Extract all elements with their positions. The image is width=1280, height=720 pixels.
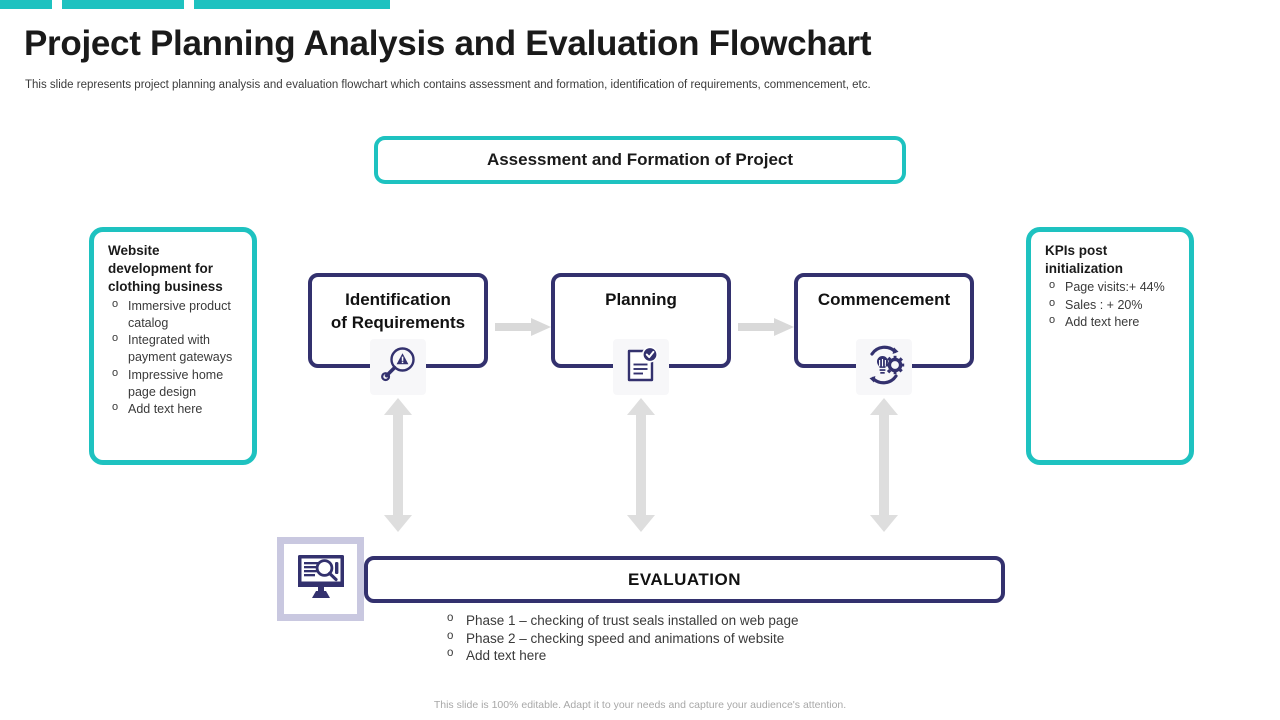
connector-arrow-vertical-3 <box>869 398 899 532</box>
process-step-1-line1: Identification <box>345 290 451 309</box>
process-step-3-icon-tile <box>856 339 912 395</box>
page-subtitle: This slide represents project planning a… <box>25 79 871 91</box>
list-item: Page visits:+ 44% <box>1045 278 1181 296</box>
right-kpi-panel[interactable]: KPIs post initialization Page visits:+ 4… <box>1026 227 1194 465</box>
list-item: Phase 1 – checking of trust seals instal… <box>444 611 798 630</box>
list-item: Add text here <box>1045 313 1181 331</box>
left-info-panel[interactable]: Website development for clothing busines… <box>89 227 257 465</box>
process-step-3-label: Commencement <box>817 290 951 309</box>
process-step-1-line2: of Requirements <box>330 313 466 333</box>
list-item: Immersive product catalog <box>108 297 244 333</box>
evaluation-icon-box <box>277 537 364 621</box>
list-item: Add text here <box>108 400 244 418</box>
connector-arrow-right-2 <box>738 318 794 336</box>
list-item: Sales : + 20% <box>1045 296 1181 314</box>
page-title: Project Planning Analysis and Evaluation… <box>24 24 872 63</box>
list-item: Add text here <box>444 646 798 665</box>
assessment-banner-label: Assessment and Formation of Project <box>486 150 794 169</box>
evaluation-list: Phase 1 – checking of trust seals instal… <box>444 611 798 665</box>
monitor-magnifier-icon <box>295 553 347 606</box>
process-step-2-label: Planning <box>605 290 677 309</box>
assessment-banner[interactable]: Assessment and Formation of Project <box>374 136 906 184</box>
left-panel-heading: Website development for clothing busines… <box>108 243 223 295</box>
process-step-2-icon-tile <box>613 339 669 395</box>
document-check-icon <box>620 344 662 391</box>
list-item: Impressive home page design <box>108 366 244 402</box>
connector-arrow-right-1 <box>495 318 551 336</box>
accent-bar-segment-2 <box>62 0 184 9</box>
process-step-1-label: Identification of Requirements <box>331 288 465 364</box>
evaluation-bar[interactable]: EVALUATION <box>364 556 1005 603</box>
right-panel-heading: KPIs post initialization <box>1045 243 1124 277</box>
left-panel-list: Immersive product catalog Integrated wit… <box>108 297 244 419</box>
evaluation-bar-label: EVALUATION <box>628 569 741 589</box>
connector-arrow-vertical-1 <box>383 398 413 532</box>
footer-note: This slide is 100% editable. Adapt it to… <box>433 699 847 711</box>
list-item: Phase 2 – checking speed and animations … <box>444 629 798 648</box>
process-step-planning[interactable]: Planning <box>551 273 731 368</box>
process-step-1-icon-tile <box>370 339 426 395</box>
list-item: Integrated with payment gateways <box>108 331 244 367</box>
magnifier-warning-icon <box>377 344 419 391</box>
accent-bar-segment-1 <box>0 0 52 9</box>
lightbulb-gear-icon <box>862 343 906 392</box>
top-accent-bars <box>0 0 400 9</box>
accent-bar-segment-3 <box>194 0 390 9</box>
right-panel-list: Page visits:+ 44% Sales : + 20% Add text… <box>1045 278 1181 331</box>
connector-arrow-vertical-2 <box>626 398 656 532</box>
